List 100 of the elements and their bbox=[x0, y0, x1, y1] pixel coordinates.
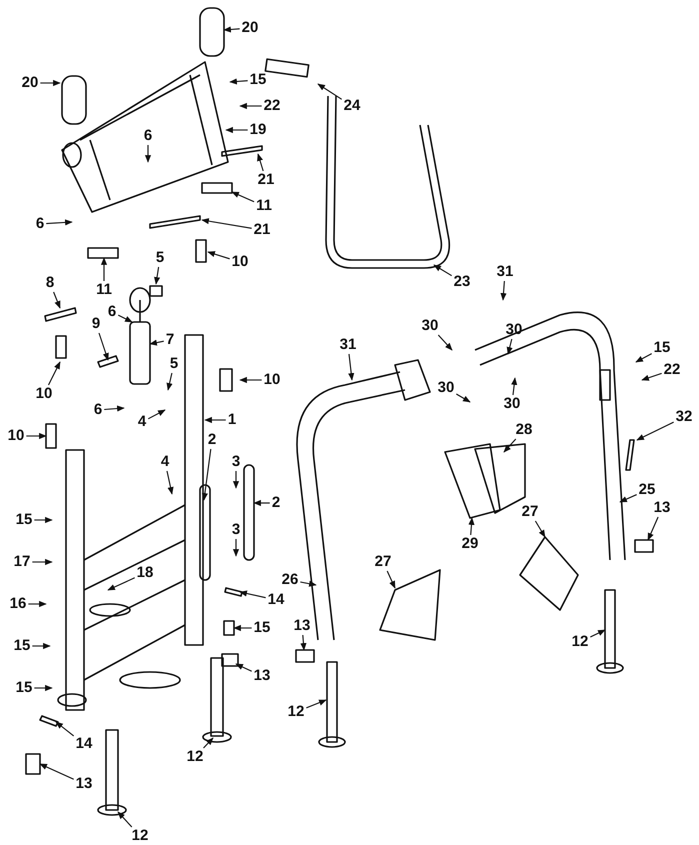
leader-line bbox=[34, 516, 53, 524]
leader-line bbox=[98, 332, 109, 361]
callout-number: 22 bbox=[664, 362, 680, 378]
leader-line bbox=[232, 539, 240, 557]
leader-line bbox=[348, 354, 354, 381]
leader-line bbox=[203, 737, 214, 748]
leader-line bbox=[201, 218, 252, 229]
leader-line bbox=[225, 126, 248, 134]
callout-number: 11 bbox=[256, 198, 272, 214]
leader-line bbox=[34, 684, 53, 692]
callout-number: 17 bbox=[14, 554, 30, 570]
callout-number: 13 bbox=[294, 618, 310, 634]
leader-line bbox=[511, 377, 518, 396]
leader-line bbox=[386, 570, 396, 589]
callout-number: 5 bbox=[170, 356, 178, 372]
callout-number: 27 bbox=[522, 504, 538, 520]
callout-number: 15 bbox=[250, 72, 266, 88]
leader-line bbox=[506, 338, 513, 355]
callout-number: 12 bbox=[572, 634, 588, 650]
leader-line bbox=[235, 664, 252, 672]
leader-line bbox=[154, 266, 160, 285]
leader-line bbox=[166, 372, 173, 391]
leader-line bbox=[48, 361, 60, 386]
callout-number: 10 bbox=[232, 254, 248, 270]
leader-line bbox=[207, 251, 230, 260]
leader-line bbox=[253, 500, 270, 506]
leader-line bbox=[239, 590, 266, 598]
leader-line bbox=[166, 470, 174, 495]
leader-line bbox=[204, 416, 226, 424]
callout-number: 18 bbox=[136, 565, 154, 581]
callout-number: 13 bbox=[76, 776, 92, 792]
callout-number: 7 bbox=[166, 332, 174, 348]
leader-line bbox=[257, 153, 264, 172]
callout-number: 27 bbox=[374, 554, 392, 570]
callout-number: 16 bbox=[10, 596, 26, 612]
callout-number: 11 bbox=[96, 282, 112, 298]
callout-number: 30 bbox=[438, 380, 454, 396]
leader-line bbox=[300, 634, 307, 651]
callout-number: 6 bbox=[144, 128, 152, 144]
leader-line bbox=[39, 764, 74, 780]
leader-line bbox=[534, 520, 546, 538]
callout-number: 2 bbox=[208, 432, 216, 448]
leader-line bbox=[104, 405, 125, 412]
callout-number: 4 bbox=[138, 414, 146, 430]
callout-number: 21 bbox=[254, 222, 270, 238]
leader-line bbox=[40, 80, 61, 86]
leader-line bbox=[503, 438, 516, 453]
callout-number: 13 bbox=[254, 668, 270, 684]
callout-number: 6 bbox=[108, 304, 116, 320]
leader-line bbox=[55, 722, 74, 736]
leader-line bbox=[433, 264, 452, 276]
leader-line bbox=[231, 192, 254, 202]
leader-line bbox=[590, 630, 606, 638]
leader-line bbox=[26, 432, 47, 440]
leader-line bbox=[300, 580, 317, 587]
callout-number: 12 bbox=[186, 749, 204, 765]
callout-number: 31 bbox=[340, 337, 356, 353]
callout-number: 3 bbox=[232, 522, 240, 538]
leader-line bbox=[438, 334, 453, 351]
callout-number: 24 bbox=[344, 98, 360, 114]
leader-line bbox=[28, 600, 47, 608]
callout-number: 9 bbox=[92, 316, 100, 332]
callout-number: 32 bbox=[676, 409, 692, 425]
callout-number: 12 bbox=[288, 704, 304, 720]
callout-number: 20 bbox=[242, 20, 258, 36]
callout-number: 10 bbox=[8, 428, 24, 444]
leader-line bbox=[239, 102, 262, 110]
leader-line bbox=[635, 353, 652, 362]
leader-line bbox=[233, 624, 252, 632]
leader-line bbox=[32, 642, 51, 650]
callout-number: 15 bbox=[254, 620, 270, 636]
callout-number: 15 bbox=[654, 340, 670, 356]
leader-line bbox=[641, 372, 662, 381]
leader-line bbox=[223, 26, 240, 33]
callout-number: 14 bbox=[268, 592, 284, 608]
callout-number: 10 bbox=[36, 386, 52, 402]
leader-line bbox=[619, 494, 637, 502]
callout-number: 5 bbox=[156, 250, 164, 266]
callout-number: 29 bbox=[462, 536, 478, 552]
callout-number: 26 bbox=[282, 572, 298, 588]
callout-number: 21 bbox=[258, 172, 274, 188]
callout-number: 8 bbox=[46, 275, 54, 291]
callout-number: 13 bbox=[654, 500, 670, 516]
leader-line bbox=[100, 257, 108, 281]
callout-number: 28 bbox=[516, 422, 532, 438]
leader-line bbox=[32, 558, 53, 566]
callout-number: 6 bbox=[94, 402, 102, 418]
leader-line bbox=[118, 314, 133, 322]
callout-number: 30 bbox=[422, 318, 438, 334]
leader-line bbox=[317, 84, 342, 100]
leader-line bbox=[229, 78, 248, 85]
callout-number: 22 bbox=[264, 98, 280, 114]
callout-number: 31 bbox=[496, 264, 514, 280]
leader-line bbox=[239, 376, 262, 384]
leader-line bbox=[456, 394, 471, 402]
callout-number: 3 bbox=[232, 454, 240, 470]
callout-number: 15 bbox=[16, 680, 32, 696]
leader-line bbox=[306, 699, 327, 708]
callout-number: 6 bbox=[36, 216, 44, 232]
callout-number: 14 bbox=[76, 736, 92, 752]
